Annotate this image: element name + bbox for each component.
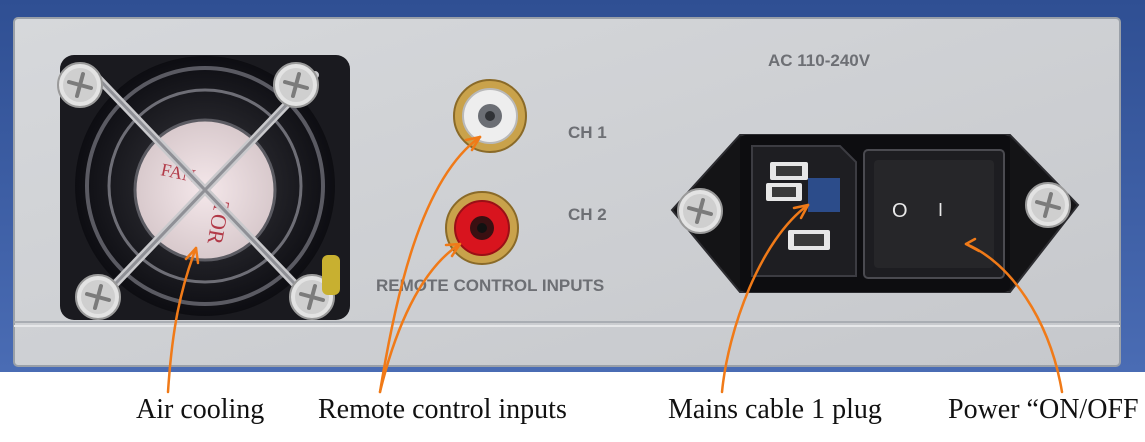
caption-air-cooling: Air cooling xyxy=(136,394,265,425)
ch2-label: CH 2 xyxy=(568,205,607,224)
fan-assembly: FAN TOR xyxy=(56,55,350,321)
caption-power-on-off: Power “ON/OFF xyxy=(948,394,1139,425)
caption-mains-cable-plug: Mains cable 1 plug xyxy=(668,394,882,425)
ch1-label: CH 1 xyxy=(568,123,607,142)
ac-voltage-label: AC 110-240V xyxy=(768,51,871,70)
arrow-air-cooling xyxy=(166,246,198,394)
arrow-remote-ch2 xyxy=(378,242,462,394)
caption-remote-control-inputs: Remote control inputs xyxy=(318,394,567,425)
rca-connector-ch1[interactable] xyxy=(453,79,527,153)
switch-on-symbol: I xyxy=(938,200,943,220)
rca-connector-ch2[interactable] xyxy=(445,191,519,265)
arrow-power-switch xyxy=(964,242,1064,394)
switch-off-symbol: O xyxy=(892,200,908,222)
arrow-mains-plug xyxy=(720,203,810,394)
power-rocker-switch[interactable]: O I xyxy=(863,149,1005,279)
annotation-arrows xyxy=(166,135,1064,394)
remote-control-inputs-label: REMOTE CONTROL INPUTS xyxy=(376,276,604,295)
arrow-remote-ch1 xyxy=(378,135,482,394)
